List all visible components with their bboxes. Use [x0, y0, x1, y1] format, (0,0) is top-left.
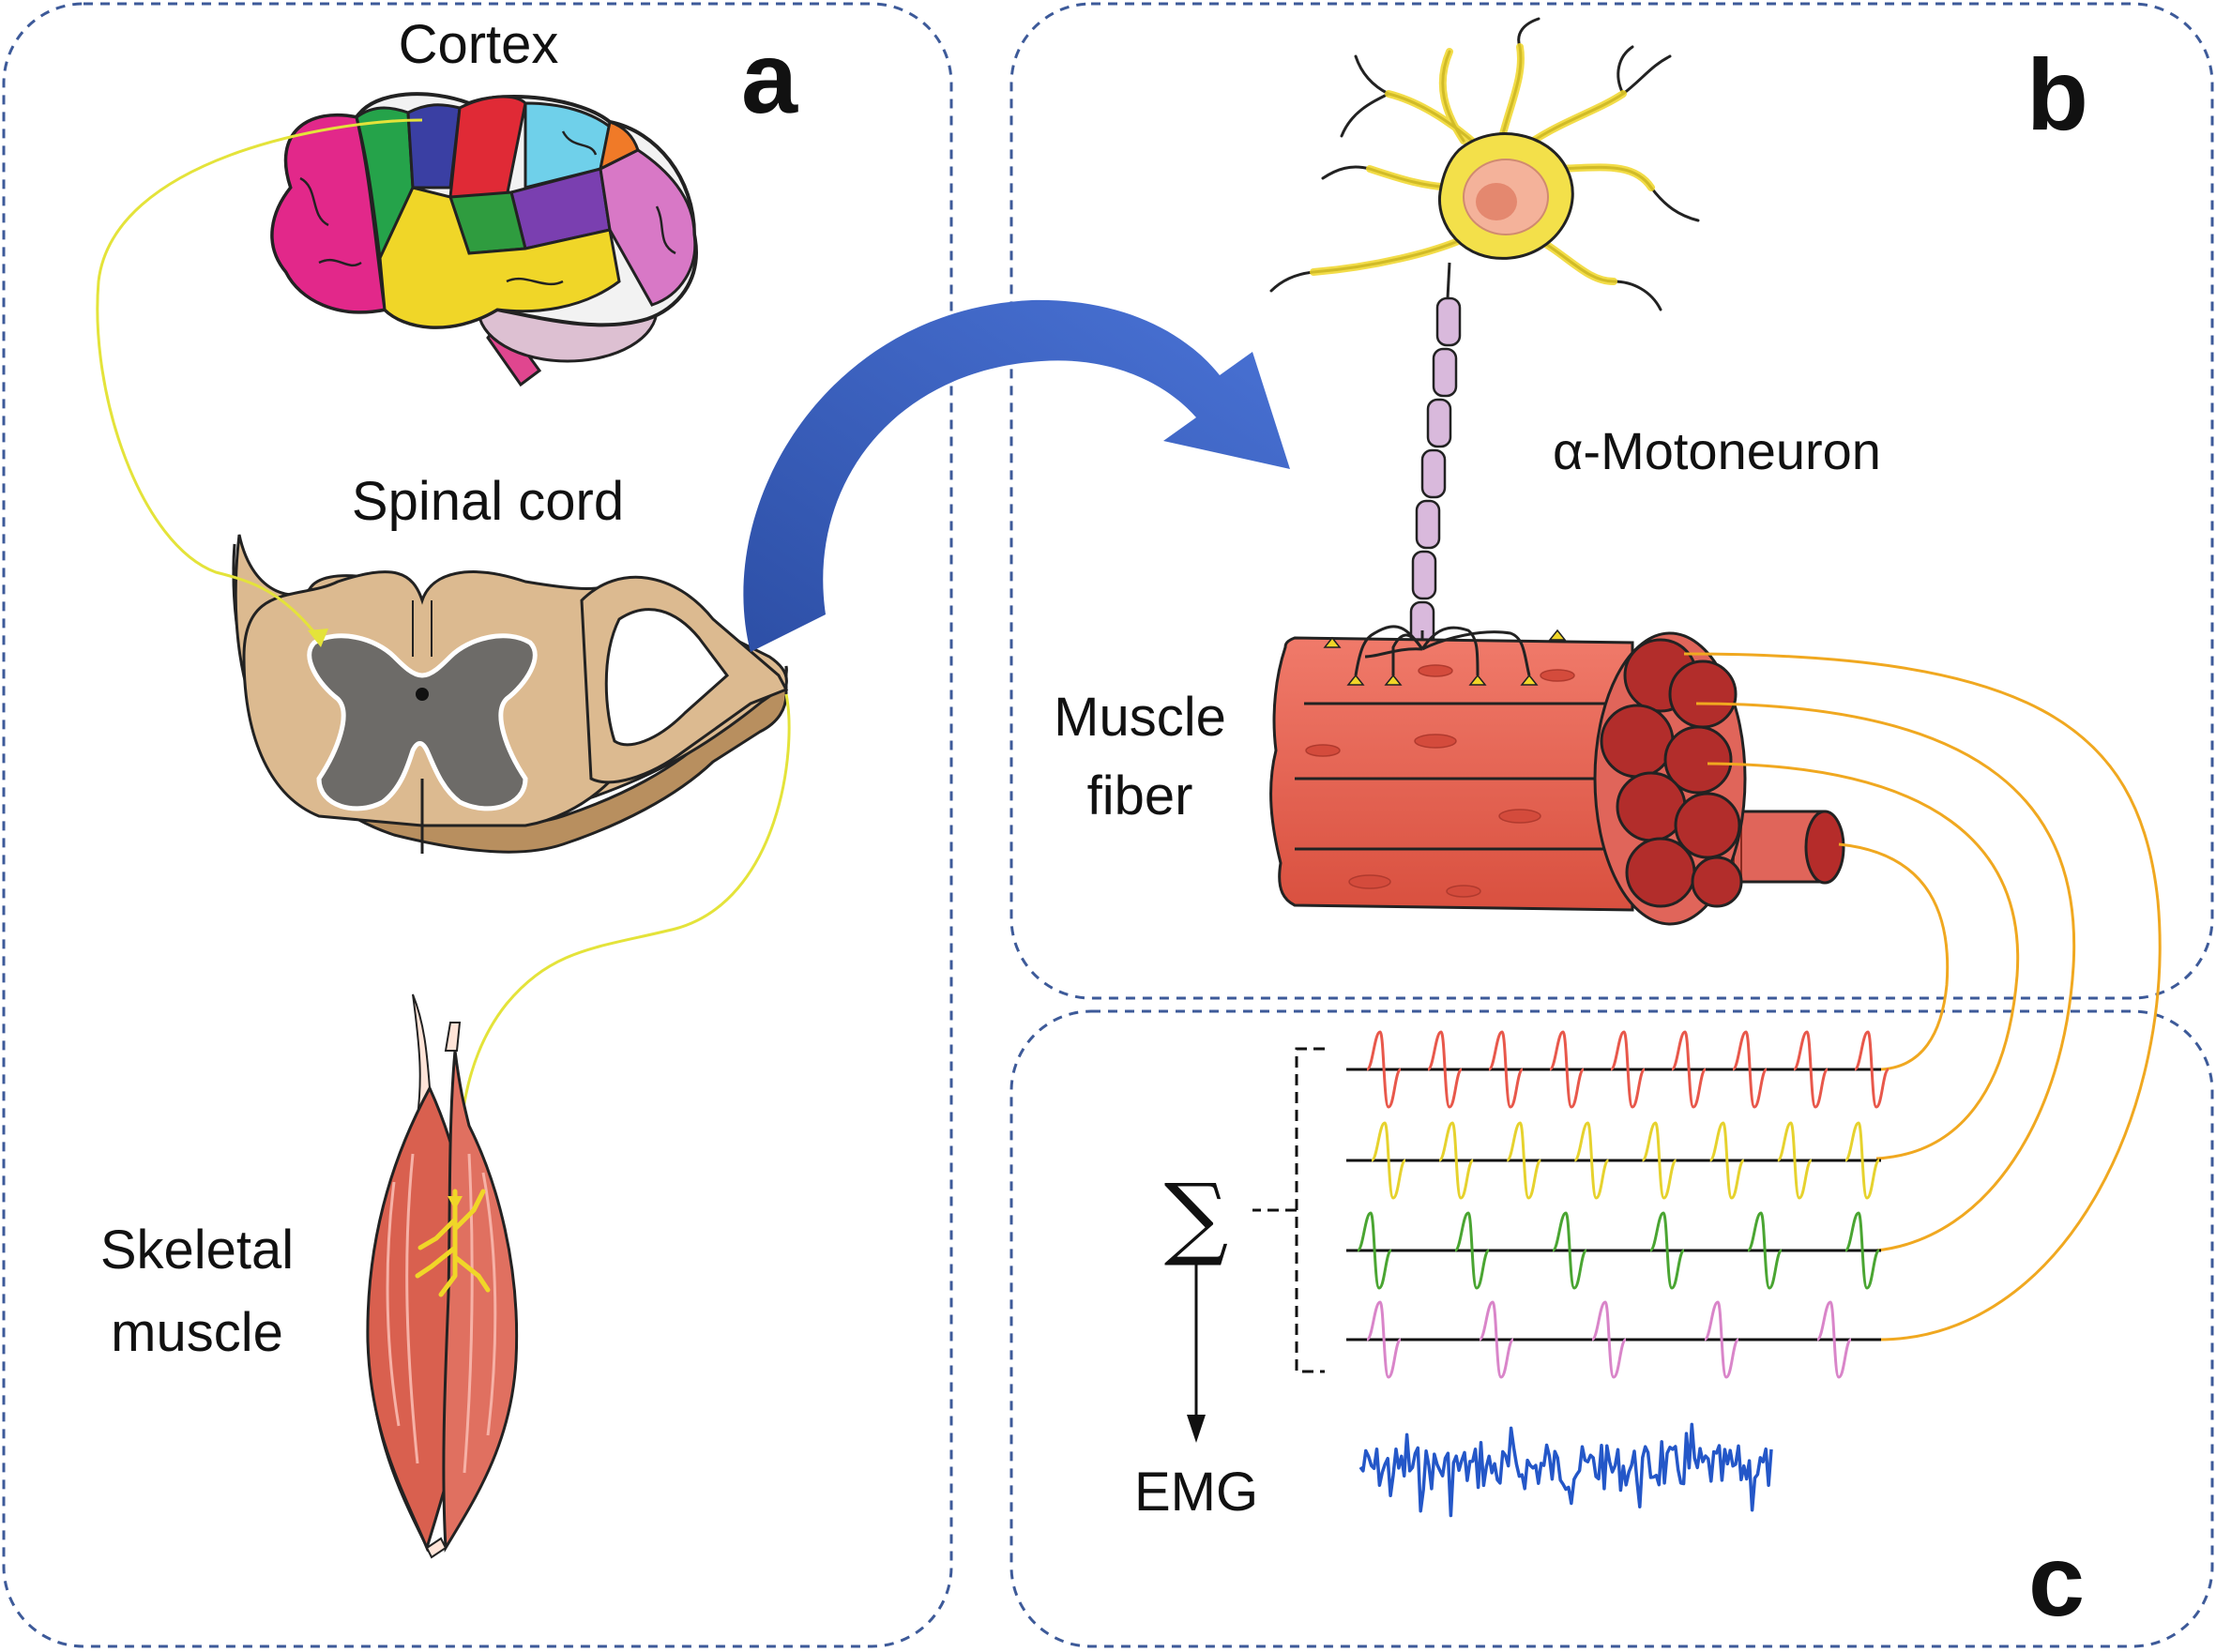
mu-train-3-waveform	[1356, 1211, 1881, 1290]
zoom-arrow	[743, 299, 1290, 652]
mu-train-1-waveform	[1365, 1030, 1890, 1109]
mu-train-2	[1346, 1121, 1881, 1200]
motoneuron-illustration	[1269, 17, 1700, 651]
mu-train-1	[1346, 1030, 1890, 1109]
panel-a-border	[2, 2, 953, 1648]
mu-train-4-waveform	[1365, 1300, 1853, 1379]
label-cortex: Cortex	[399, 14, 559, 75]
label-motoneuron: α-Motoneuron	[1553, 421, 1881, 480]
peripheral-nerve-path	[453, 693, 791, 1192]
spinal-cord-illustration	[232, 534, 789, 854]
label-spinal-cord: Spinal cord	[352, 471, 624, 532]
label-skeletal-muscle-line2: muscle	[111, 1302, 283, 1363]
summation-bracket	[1252, 1047, 1325, 1373]
label-skeletal-muscle-line1: Skeletal	[100, 1220, 294, 1281]
fiber-to-train-wires	[1683, 652, 2162, 1341]
skeletal-muscle-illustration	[366, 993, 519, 1559]
sum-to-emg-arrowhead	[1187, 1415, 1206, 1443]
mu-train-4	[1346, 1300, 1881, 1379]
corticospinal-path	[96, 118, 423, 639]
panel-letter-b: b	[2026, 38, 2088, 151]
mu-train-2-waveform	[1370, 1121, 1881, 1200]
label-emg: EMG	[1134, 1462, 1258, 1523]
corticospinal-arrowhead	[308, 629, 328, 647]
mu-train-3	[1346, 1211, 1881, 1290]
sum-symbol: ∑	[1164, 1164, 1229, 1269]
brain-illustration	[270, 92, 698, 387]
panel-c-border	[1009, 1009, 2214, 1648]
label-muscle-fiber-line2: fiber	[1087, 765, 1193, 826]
emg-signal	[1358, 1422, 1773, 1518]
muscle-fiber-illustration	[1269, 625, 1845, 926]
panel-letter-a: a	[741, 21, 798, 134]
label-muscle-fiber-line1: Muscle	[1054, 687, 1226, 748]
panel-letter-c: c	[2028, 1523, 2085, 1637]
